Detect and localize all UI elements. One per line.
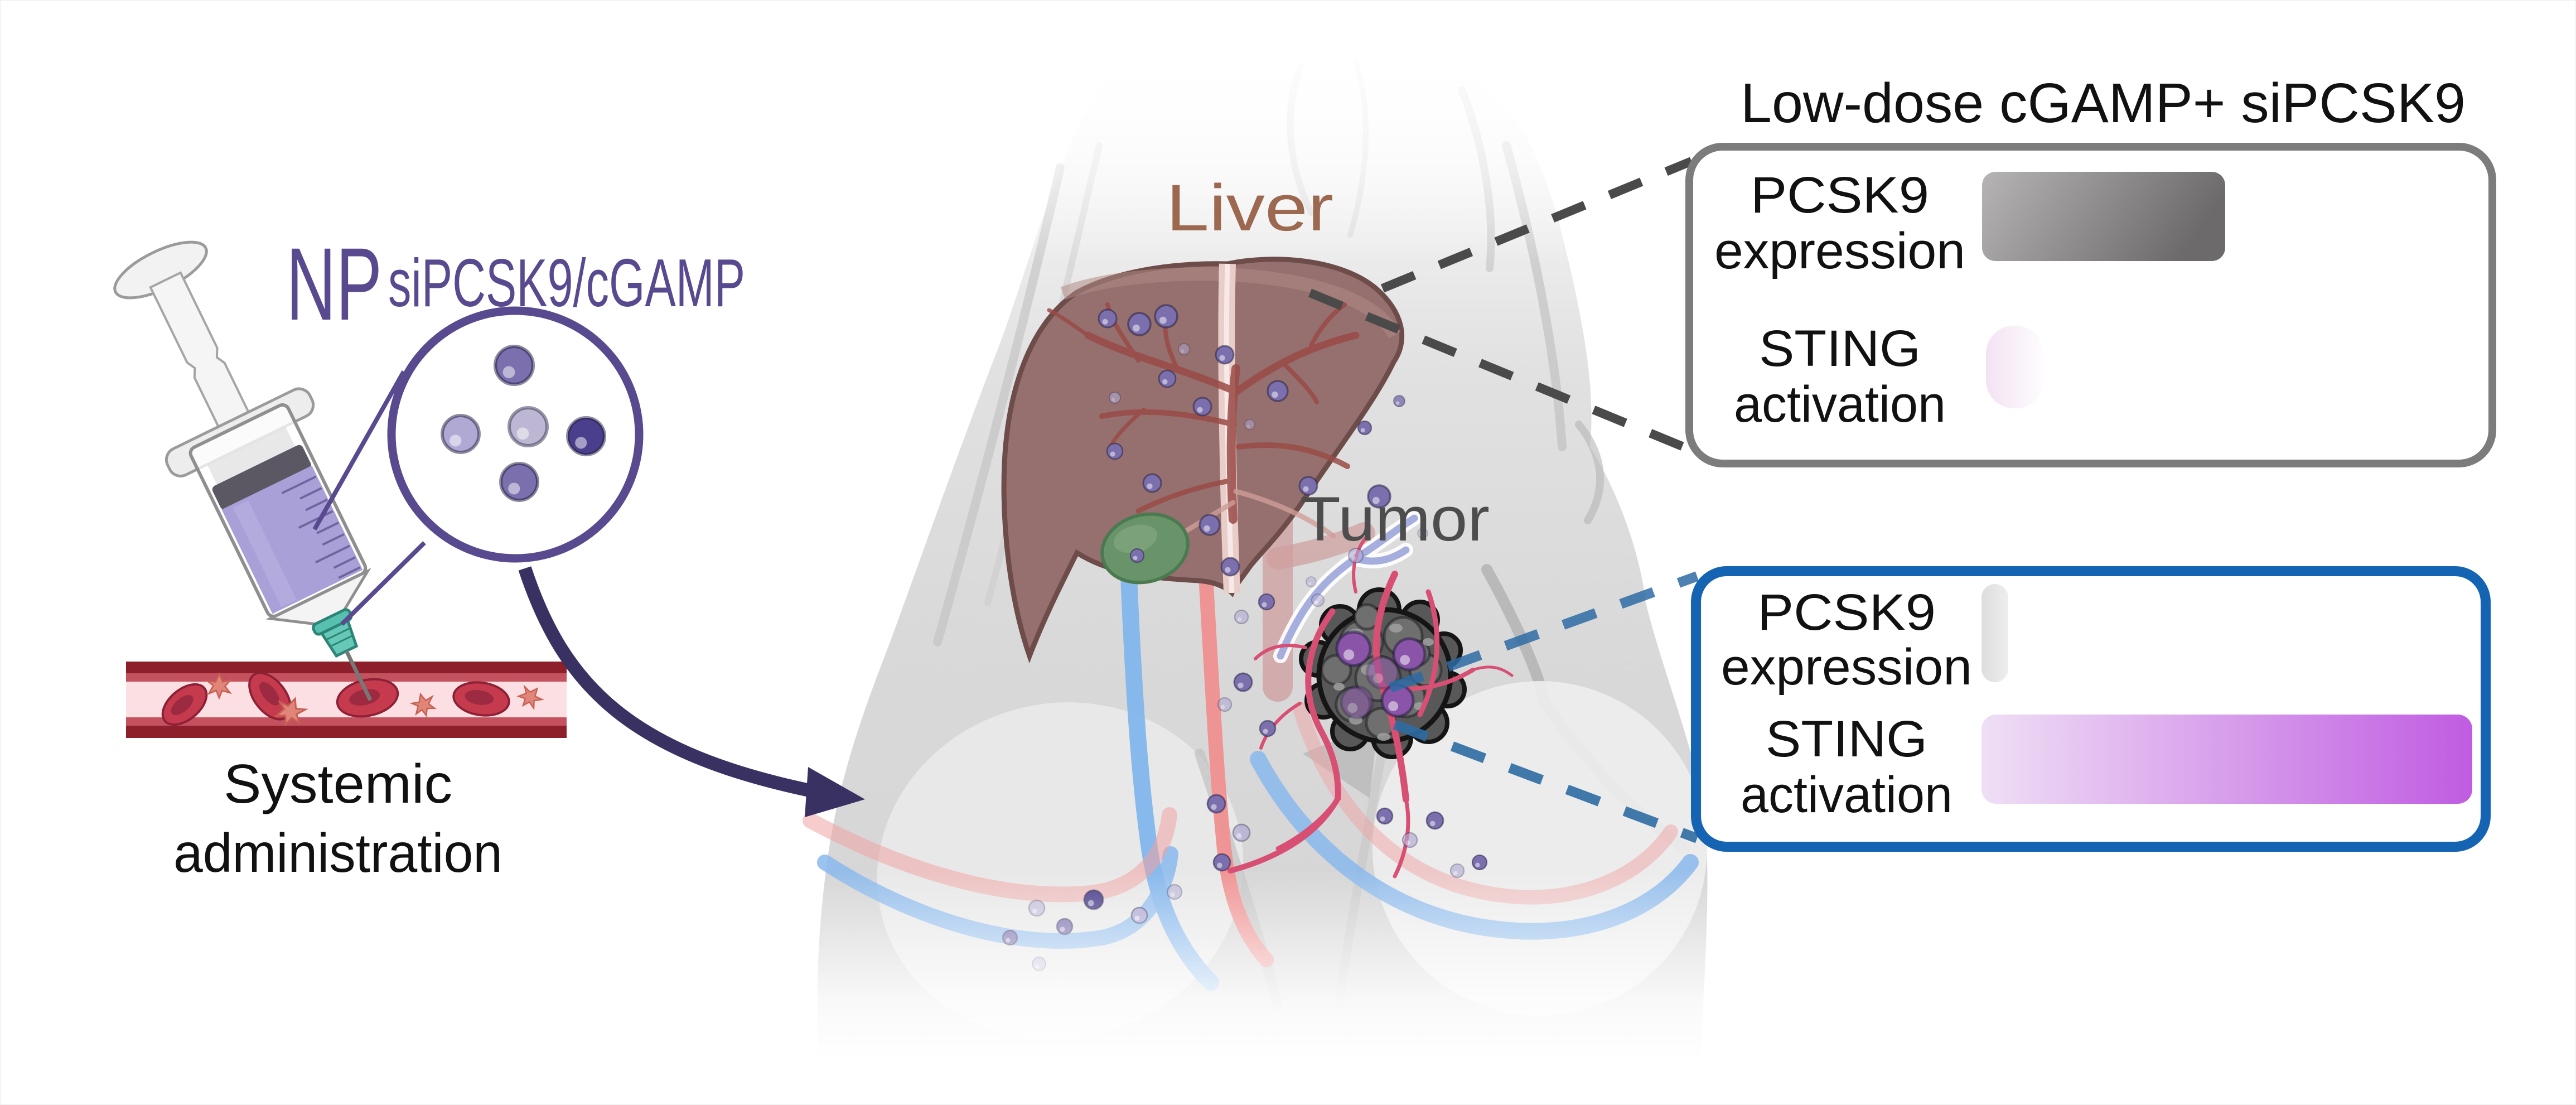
liver-sting-label-line2: activation	[1734, 376, 1946, 433]
solution-shine	[233, 500, 297, 607]
magnifier-cone-line-top	[312, 370, 406, 530]
liver-sting-activation-bar	[1986, 326, 2044, 408]
tumor-pcsk9-expression-bar	[1981, 584, 2008, 682]
tumor-sting-label-line2: activation	[1741, 766, 1952, 823]
falciform-ligament-line	[1224, 263, 1235, 593]
plunger-rod	[149, 271, 251, 430]
tumor-sting-activation-bar	[1981, 715, 2472, 804]
tumor-box-connector-bottom	[1393, 720, 1699, 843]
liver-sting-label-line1: STING	[1759, 320, 1921, 377]
body-bottom-fade	[726, 871, 1757, 1104]
body-top-fade	[798, 31, 1713, 266]
tumor-box-connector-top	[1388, 571, 1699, 693]
np-label: NP	[286, 227, 382, 342]
liver-illustration	[1001, 257, 1405, 664]
tumor-pcsk9-label-line2: expression	[1721, 639, 1972, 696]
tumor-pcsk9-label-line1: PCSK9	[1757, 584, 1936, 641]
tumor-sting-label-line1: STING	[1766, 711, 1927, 768]
liver-pcsk9-expression-bar	[1982, 172, 2225, 261]
liver-pcsk9-label-line2: expression	[1714, 223, 1965, 279]
syringe-illustration	[113, 240, 373, 701]
liver-box-connector-top	[1380, 157, 1694, 293]
np-superscript: siPCSK9/cGAMP	[388, 245, 745, 321]
vessel-inner-wall-bottom	[126, 717, 567, 726]
systemic-administration-line2: administration	[173, 822, 502, 884]
liver-box-frame	[1685, 143, 2496, 467]
liver-sheen	[1060, 267, 1401, 339]
nanoparticle-magnifier	[312, 306, 644, 626]
magnifier-cone-line-bottom	[340, 541, 426, 626]
panel-title: Low-dose cGAMP+ siPCSK9	[1741, 72, 2466, 134]
delivery-arrow	[518, 566, 865, 817]
vessel-inner-wall-top	[126, 673, 567, 682]
liver-box-connector-bottom	[1308, 288, 1694, 455]
plunger-inside	[207, 426, 296, 486]
hepatic-vessel-tree	[1047, 302, 1360, 524]
tumor-label: Tumor	[1300, 484, 1490, 554]
liver-readout-box: PCSK9 expression STING activation	[1685, 143, 2496, 467]
portal-branch	[1267, 522, 1375, 570]
liver-pcsk9-label-line1: PCSK9	[1751, 167, 1929, 224]
blood-vessel-illustration	[126, 662, 567, 738]
liver-label: Liver	[1166, 171, 1333, 245]
gallbladder-highlight	[1113, 524, 1158, 553]
systemic-administration-line1: Systemic	[224, 753, 452, 814]
plunger-seal	[212, 445, 311, 510]
needle	[345, 650, 373, 701]
arrow-shaft	[518, 566, 816, 798]
graduation-marks	[281, 475, 361, 579]
arrow-head	[805, 767, 865, 817]
tumor-readout-box: PCSK9 expression STING activation	[1691, 566, 2491, 852]
zoom-connectors	[1308, 157, 1699, 843]
